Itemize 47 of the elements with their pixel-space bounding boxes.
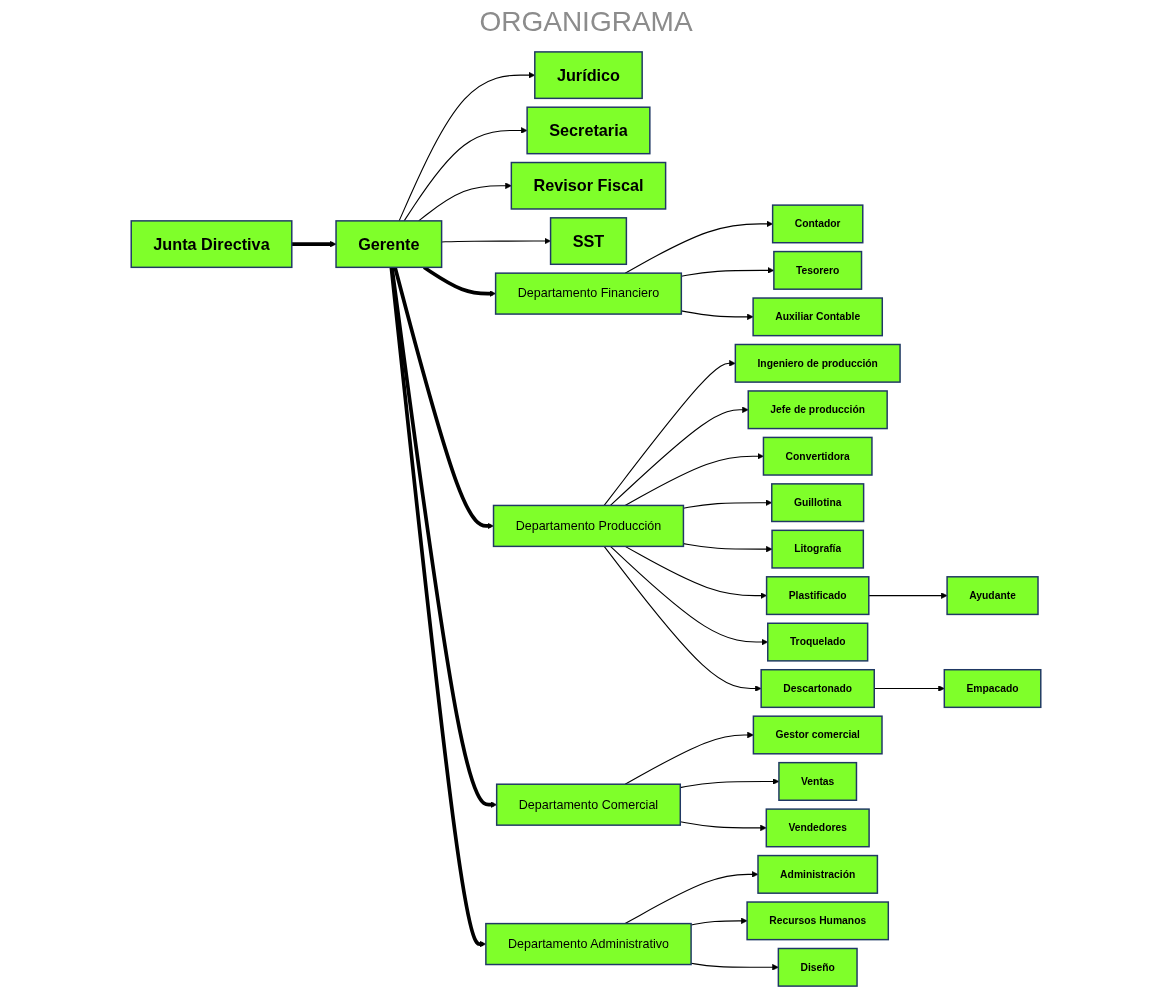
node-box: Tesorero bbox=[773, 250, 863, 290]
node-box: Revisor Fiscal bbox=[510, 161, 667, 210]
arrow bbox=[390, 267, 497, 808]
node-box: Ingeniero de producción bbox=[734, 343, 901, 383]
arrow bbox=[868, 592, 948, 599]
node-box: SST bbox=[549, 217, 628, 266]
node-box: Departamento Comercial bbox=[495, 783, 681, 826]
node-box: Auxiliar Contable bbox=[752, 297, 883, 337]
node-box: Jurídico bbox=[534, 51, 643, 100]
node-box: Plastificado bbox=[765, 576, 870, 616]
node-box: Jefe de producción bbox=[747, 390, 888, 430]
node-box: Contador bbox=[771, 204, 864, 244]
node-box: Gerente bbox=[335, 220, 443, 269]
node-box: Departamento Producción bbox=[492, 504, 685, 548]
node-box: Empacado bbox=[943, 669, 1042, 709]
node-box: Recursos Humanos bbox=[746, 901, 890, 941]
node-box: Junta Directiva bbox=[130, 220, 293, 269]
node-box: Departamento Financiero bbox=[494, 272, 683, 315]
arrow bbox=[403, 127, 528, 222]
arrow bbox=[418, 182, 512, 222]
node-box: Diseño bbox=[777, 947, 858, 987]
arrow bbox=[624, 453, 764, 506]
arrow bbox=[690, 917, 748, 926]
arrow bbox=[603, 545, 762, 692]
arrow bbox=[690, 962, 779, 971]
node-box: Descartonado bbox=[760, 669, 875, 709]
arrow bbox=[624, 731, 754, 785]
arrow bbox=[291, 240, 337, 248]
node-box: Gestor comercial bbox=[752, 715, 883, 755]
node-box: Administración bbox=[757, 854, 879, 894]
node-box: Guillotina bbox=[771, 483, 865, 523]
arrow bbox=[609, 406, 749, 506]
node-box: Litografía bbox=[771, 529, 865, 569]
node-box: Convertidora bbox=[762, 436, 873, 476]
arrow bbox=[603, 360, 736, 506]
arrow bbox=[624, 871, 759, 925]
node-box: Secretaria bbox=[526, 106, 651, 155]
arrow bbox=[441, 237, 551, 245]
arrow bbox=[624, 545, 767, 599]
node-box: Departamento Administrativo bbox=[485, 922, 692, 966]
chart-title: ORGANIGRAMA bbox=[478, 5, 694, 39]
arrow bbox=[393, 266, 494, 530]
node-box: Ayudante bbox=[946, 576, 1039, 616]
node-box: Ventas bbox=[778, 761, 858, 801]
node-box: Troquelado bbox=[767, 622, 869, 662]
node-box: Vendedores bbox=[765, 808, 870, 848]
arrow bbox=[624, 220, 773, 274]
